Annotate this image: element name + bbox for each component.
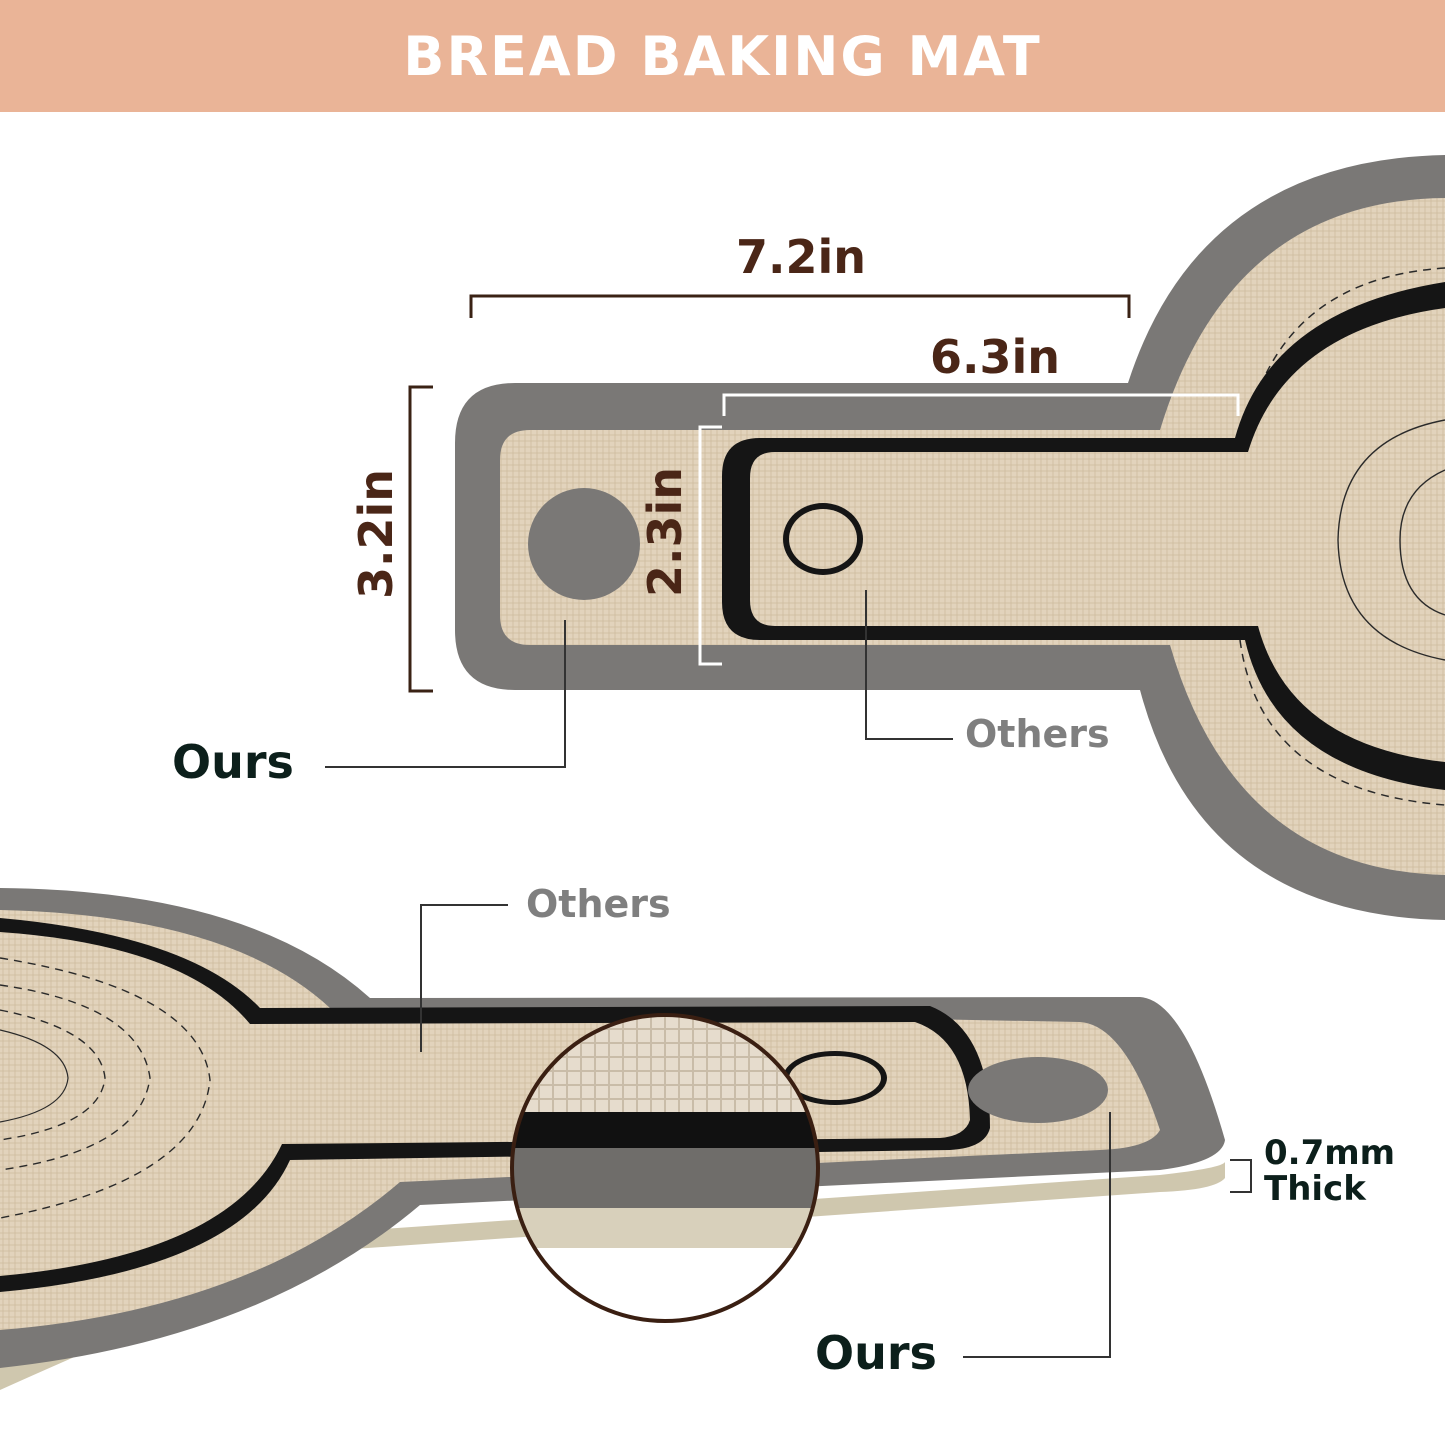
hanging-hole-ours-bottom	[968, 1057, 1108, 1123]
hanging-hole-ours	[528, 488, 640, 600]
header-banner: BREAD BAKING MAT	[0, 0, 1445, 112]
thickness-word: Thick	[1264, 1169, 1366, 1209]
top-others-mat	[722, 282, 1445, 790]
label-ours-bottom: Ours	[815, 1326, 937, 1380]
label-ours-top: Ours	[172, 735, 294, 789]
thickness-value: 0.7mm	[1264, 1133, 1396, 1173]
banner-title: BREAD BAKING MAT	[403, 24, 1042, 88]
dimension-outer-height: 3.2in	[349, 468, 403, 599]
dimension-inner-width: 6.3in	[930, 330, 1061, 384]
dimension-lines-top	[408, 294, 1240, 693]
label-others-top: Others	[965, 712, 1110, 756]
callout-lines-top	[325, 590, 953, 768]
dimension-inner-height: 2.3in	[638, 466, 692, 597]
label-others-bottom: Others	[526, 882, 671, 926]
callout-lines-bottom	[420, 904, 1252, 1358]
dimension-top-width: 7.2in	[736, 230, 867, 284]
thickness-label: 0.7mm Thick	[1264, 1135, 1395, 1207]
